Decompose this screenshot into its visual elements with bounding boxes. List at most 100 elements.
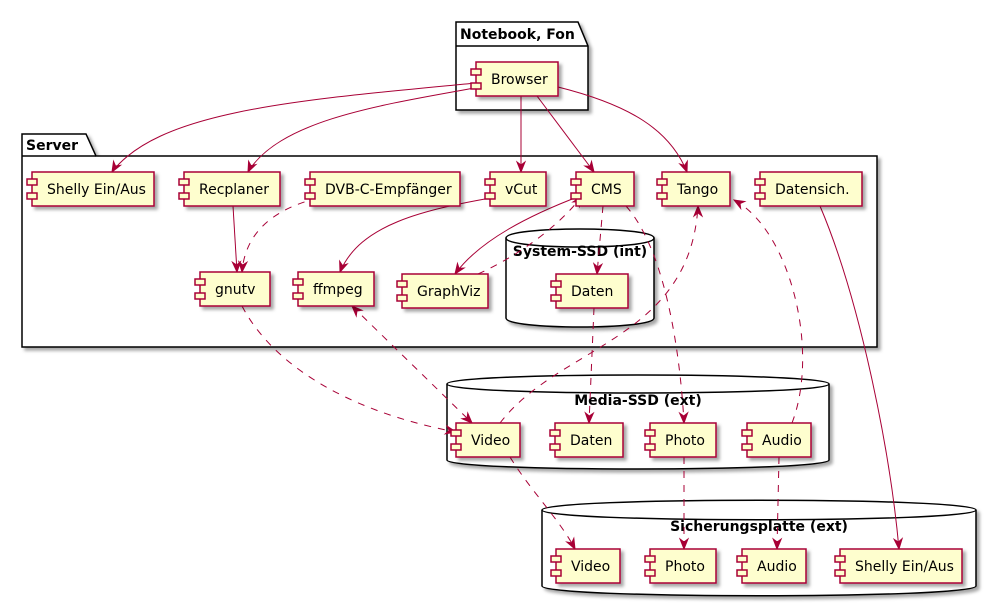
arrowhead-icon [247, 159, 258, 174]
arrowhead-icon [772, 537, 783, 551]
component-label: Datensich. [775, 182, 850, 198]
arrowhead-icon [678, 411, 689, 425]
edge-line [339, 195, 503, 273]
arrowhead-icon [678, 159, 688, 174]
arrowhead-icon [583, 159, 595, 174]
component-sich-shelly: Shelly Ein/Aus [834, 548, 963, 584]
edge-line [509, 456, 576, 550]
edge-cms-sysdaten [592, 205, 604, 276]
component-port-icon [644, 555, 656, 563]
component-label: Tango [676, 182, 718, 198]
package-server [21, 133, 878, 348]
edge-line [454, 195, 581, 275]
edge-line [536, 95, 595, 173]
edge-mediavideo-sichvideo [509, 456, 576, 551]
edge-browser-cms [536, 95, 595, 174]
edge-browser-shelly [111, 82, 477, 174]
component-label: GraphViz [417, 284, 480, 300]
component-port-icon [484, 178, 496, 186]
edge-line [819, 205, 900, 550]
component-ffmpeg: ffmpeg [292, 271, 375, 307]
component-port-icon [644, 443, 656, 451]
component-port-icon [834, 569, 846, 577]
edge-line [596, 205, 604, 275]
component-gnutv: gnutv [194, 271, 271, 307]
component-label: Recplaner [199, 182, 269, 198]
component-port-icon [450, 429, 462, 437]
edge-line [247, 86, 481, 173]
arrowhead-icon [565, 536, 576, 551]
component-port-icon [754, 178, 766, 186]
arrowhead-icon [592, 262, 604, 276]
component-datensich: Datensich. [754, 171, 863, 207]
component-browser: Browser [470, 61, 559, 97]
component-box [575, 171, 635, 207]
arrowhead-icon [460, 411, 473, 424]
component-port-icon [754, 192, 766, 200]
component-graphviz: GraphViz [396, 273, 489, 309]
edge-sysdaten-mediadaten [584, 307, 595, 425]
component-media-audio: Audio [741, 422, 812, 458]
component-port-icon [736, 555, 748, 563]
edge-vcut-ffmpeg [339, 195, 503, 274]
component-port-icon [292, 278, 304, 286]
component-label: Audio [757, 559, 797, 575]
component-port-icon [741, 443, 753, 451]
component-port-icon [656, 192, 668, 200]
component-vcut: vCut [484, 171, 547, 207]
component-port-icon [644, 569, 656, 577]
component-port-icon [570, 192, 582, 200]
component-label: Daten [571, 284, 613, 300]
component-port-icon [549, 443, 561, 451]
component-port-icon [550, 569, 562, 577]
component-box [741, 548, 807, 584]
component-port-icon [570, 178, 582, 186]
component-recplaner: Recplaner [178, 171, 281, 207]
component-box [455, 422, 521, 458]
component-box [401, 273, 489, 309]
component-label: ffmpeg [313, 282, 363, 298]
component-media-video: Video [450, 422, 521, 458]
component-box [555, 273, 629, 309]
edge-line [232, 205, 238, 273]
component-box [475, 61, 559, 97]
component-dvbc: DVB-C-Empfänger [304, 171, 461, 207]
component-media-photo: Photo [644, 422, 717, 458]
edge-line [588, 307, 595, 424]
component-media-daten: Daten [549, 422, 624, 458]
edge-mediaaudio-tango [732, 199, 804, 424]
edge-dvbc-gnutv [237, 197, 319, 274]
component-box [839, 548, 963, 584]
component-port-icon [470, 68, 482, 76]
component-box [746, 422, 812, 458]
edge-line [241, 305, 457, 433]
database-sicherungsplatte-title: Sicherungsplatte (ext) [670, 519, 848, 535]
component-port-icon [834, 555, 846, 563]
arrowhead-icon [515, 160, 527, 174]
component-label: Video [471, 433, 510, 449]
component-port-icon [292, 292, 304, 300]
edge-line [477, 195, 583, 275]
component-sich-video: Video [550, 548, 621, 584]
component-port-icon [304, 178, 316, 186]
component-box [297, 271, 375, 307]
component-box [31, 171, 155, 207]
arrowhead-icon [231, 260, 242, 274]
edge-line [776, 456, 780, 550]
component-box [759, 171, 863, 207]
edge-line [733, 199, 804, 424]
component-port-icon [644, 429, 656, 437]
component-label: Shelly Ein/Aus [855, 559, 954, 575]
component-port-icon [484, 192, 496, 200]
package-notebook-title: Notebook, Fon [460, 27, 575, 43]
edge-browser-recplaner [247, 86, 481, 174]
arrowhead-icon [339, 259, 349, 274]
component-label: Video [571, 559, 610, 575]
component-port-icon [549, 429, 561, 437]
edge-datensich-sichshelly [819, 205, 904, 551]
component-box [183, 171, 281, 207]
component-label: Daten [570, 433, 612, 449]
component-port-icon [736, 569, 748, 577]
